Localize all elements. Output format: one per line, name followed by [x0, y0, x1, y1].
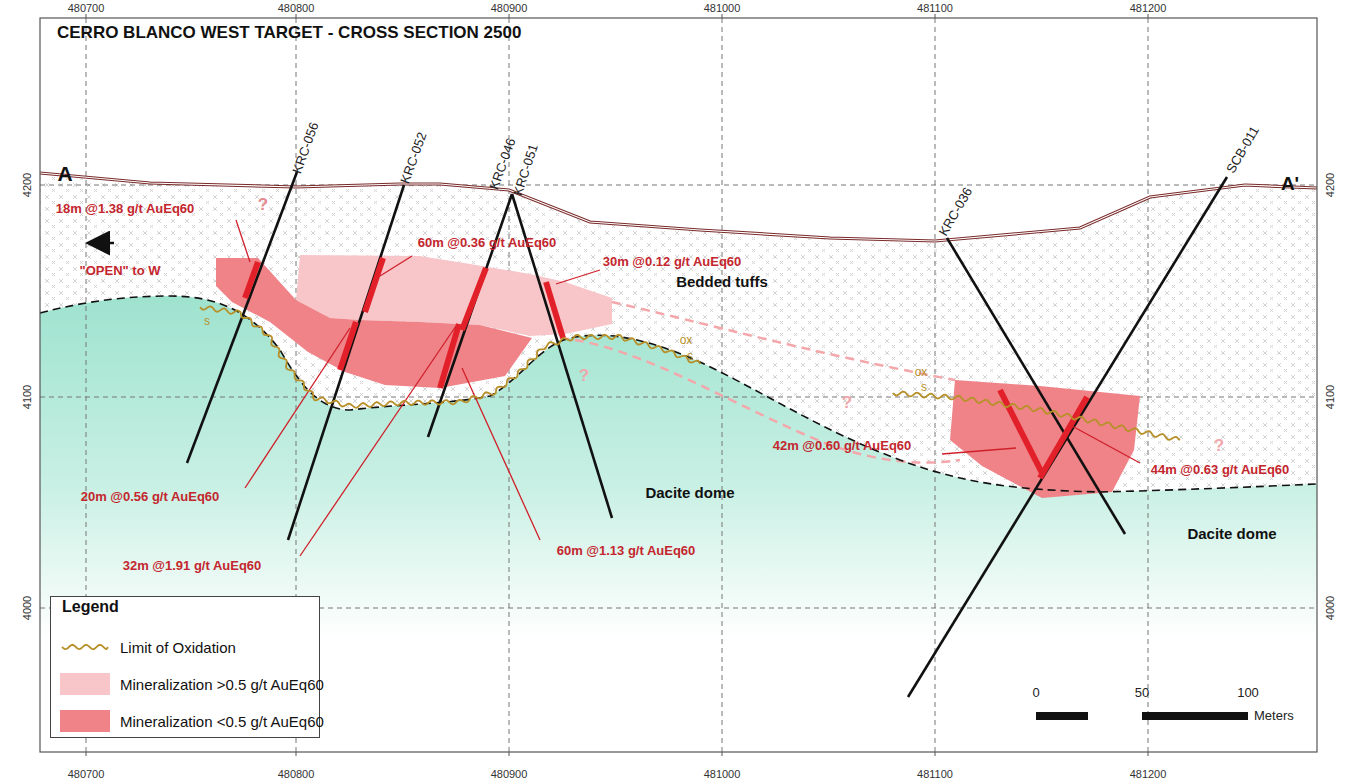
legend-swatch	[60, 673, 110, 695]
axis-label: 4000	[1324, 596, 1336, 620]
drill-hole-name: KRC-056	[290, 120, 322, 175]
title: CERRO BLANCO WEST TARGET - CROSS SECTION…	[57, 24, 521, 43]
drill-hole	[187, 172, 1227, 697]
oxidation-mark: ox	[680, 334, 693, 347]
drill-hole-name: KRC-052	[398, 130, 430, 185]
axis-label: 4100	[21, 385, 33, 409]
axis-label: 480800	[278, 2, 315, 14]
intercept-label: 18m @1.38 g/t AuEq60	[56, 202, 195, 216]
legend-text: Limit of Oxidation	[120, 639, 236, 656]
axis-label: 4200	[1324, 173, 1336, 197]
intercept-label: 60m @1.13 g/t AuEq60	[557, 544, 696, 558]
topography	[40, 173, 1317, 241]
oxidation-mark: s	[687, 350, 693, 363]
unit-label: Dacite dome	[1187, 526, 1276, 543]
intercept-label: 32m @1.91 g/t AuEq60	[123, 559, 262, 573]
unit-label: Bedded tuffs	[676, 274, 768, 291]
open-arrow	[90, 242, 114, 245]
intercept-label: 30m @0.12 g/t AuEq60	[603, 255, 742, 269]
section-end: A'	[1281, 174, 1299, 195]
axis-label: 481200	[1130, 768, 1167, 780]
uncertainty-mark: ?	[258, 196, 268, 215]
legend-text: Mineralization >0.5 g/t AuEq60	[120, 676, 324, 693]
intercept-label: 20m @0.56 g/t AuEq60	[81, 490, 220, 504]
dome-contact	[40, 296, 1317, 492]
axis-label: 480800	[278, 768, 315, 780]
scale-unit: Meters	[1254, 709, 1294, 723]
oxidation-mark: s	[921, 381, 927, 394]
mineralization-low	[216, 258, 532, 388]
scale-bar	[1036, 712, 1248, 720]
legend-swatch	[60, 710, 110, 732]
legend-entry: Mineralization <0.5 g/t AuEq60	[60, 710, 324, 732]
leader-line	[236, 220, 1140, 556]
scale-number: 100	[1237, 686, 1259, 700]
unit-label: Dacite dome	[645, 485, 734, 502]
intercept-label: 60m @0.36 g/t AuEq60	[418, 236, 557, 250]
axis-label: 4200	[21, 173, 33, 197]
drill-hole-name: KRC-036	[936, 185, 975, 238]
intercept-label: 44m @0.63 g/t AuEq60	[1151, 463, 1290, 477]
legend-heading: Legend	[62, 598, 119, 616]
oxidation-mark: ox	[915, 366, 928, 379]
axis-label: 4100	[1324, 385, 1336, 409]
axis-label: 481000	[704, 768, 741, 780]
axis-label: 480900	[491, 2, 528, 14]
map-frame	[40, 18, 1317, 752]
uncertainty-mark: ?	[1214, 437, 1224, 456]
drill-intercept	[245, 258, 1087, 478]
oxidation-limit	[200, 306, 700, 407]
intercept-label: 42m @0.60 g/t AuEq60	[773, 439, 912, 453]
axis-label: 481100	[917, 768, 953, 780]
uncertainty-mark: ?	[579, 367, 589, 386]
oxidation-mark: s	[204, 315, 210, 328]
scale-number: 50	[1135, 686, 1149, 700]
drill-hole-name: SCB-011	[1224, 124, 1262, 176]
topography	[40, 173, 1317, 241]
legend-line-sample	[60, 636, 110, 658]
axis-label: 480700	[68, 2, 105, 14]
mineralization-low	[950, 380, 1140, 498]
axis-label: 480700	[68, 768, 105, 780]
axis-label: 481100	[917, 2, 953, 14]
uncertainty-mark: ?	[842, 394, 852, 413]
section-end: A	[57, 162, 72, 185]
axis-label: 480900	[491, 768, 528, 780]
inferred-extension	[560, 338, 960, 463]
legend-entry: Limit of Oxidation	[60, 636, 236, 658]
scale-number: 0	[1032, 686, 1039, 700]
grid	[40, 18, 1317, 752]
legend-entry: Mineralization >0.5 g/t AuEq60	[60, 673, 324, 695]
axis-label: 481200	[1130, 2, 1167, 14]
legend-text: Mineralization <0.5 g/t AuEq60	[120, 713, 324, 730]
open-note: "OPEN" to W	[80, 264, 161, 278]
axis-label: 481000	[704, 2, 741, 14]
oxidation-limit	[893, 392, 1180, 440]
axis-label: 4000	[21, 596, 33, 620]
